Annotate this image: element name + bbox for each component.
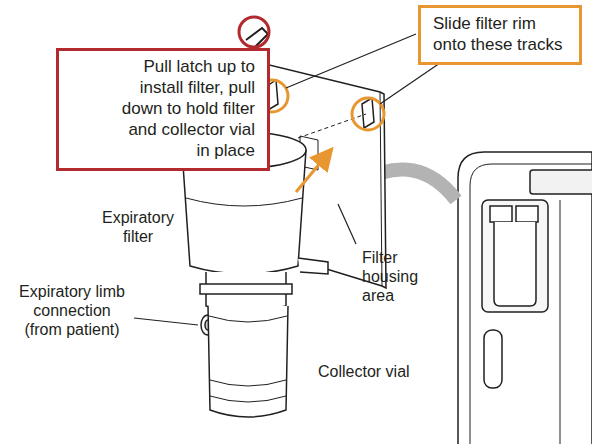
- instruction-callout: Pull latch up to install filter, pull do…: [56, 48, 270, 171]
- latch-circle: [239, 17, 269, 47]
- collector-vial: [208, 306, 288, 417]
- part-label: Expiratory limb connection (from patient…: [16, 282, 128, 339]
- callout-text: Pull latch up to install filter, pull do…: [116, 56, 255, 161]
- callout-text: Slide filter rim onto these tracks: [433, 13, 568, 55]
- slide-arrow: [296, 156, 326, 192]
- part-label: Filter housing area: [362, 248, 426, 305]
- track-circle: [352, 98, 384, 130]
- part-label: Collector vial: [318, 362, 438, 381]
- part-label: Expiratory filter: [93, 208, 183, 246]
- instruction-callout: Slide filter rim onto these tracks: [418, 5, 582, 65]
- ventilator-device: [458, 152, 592, 444]
